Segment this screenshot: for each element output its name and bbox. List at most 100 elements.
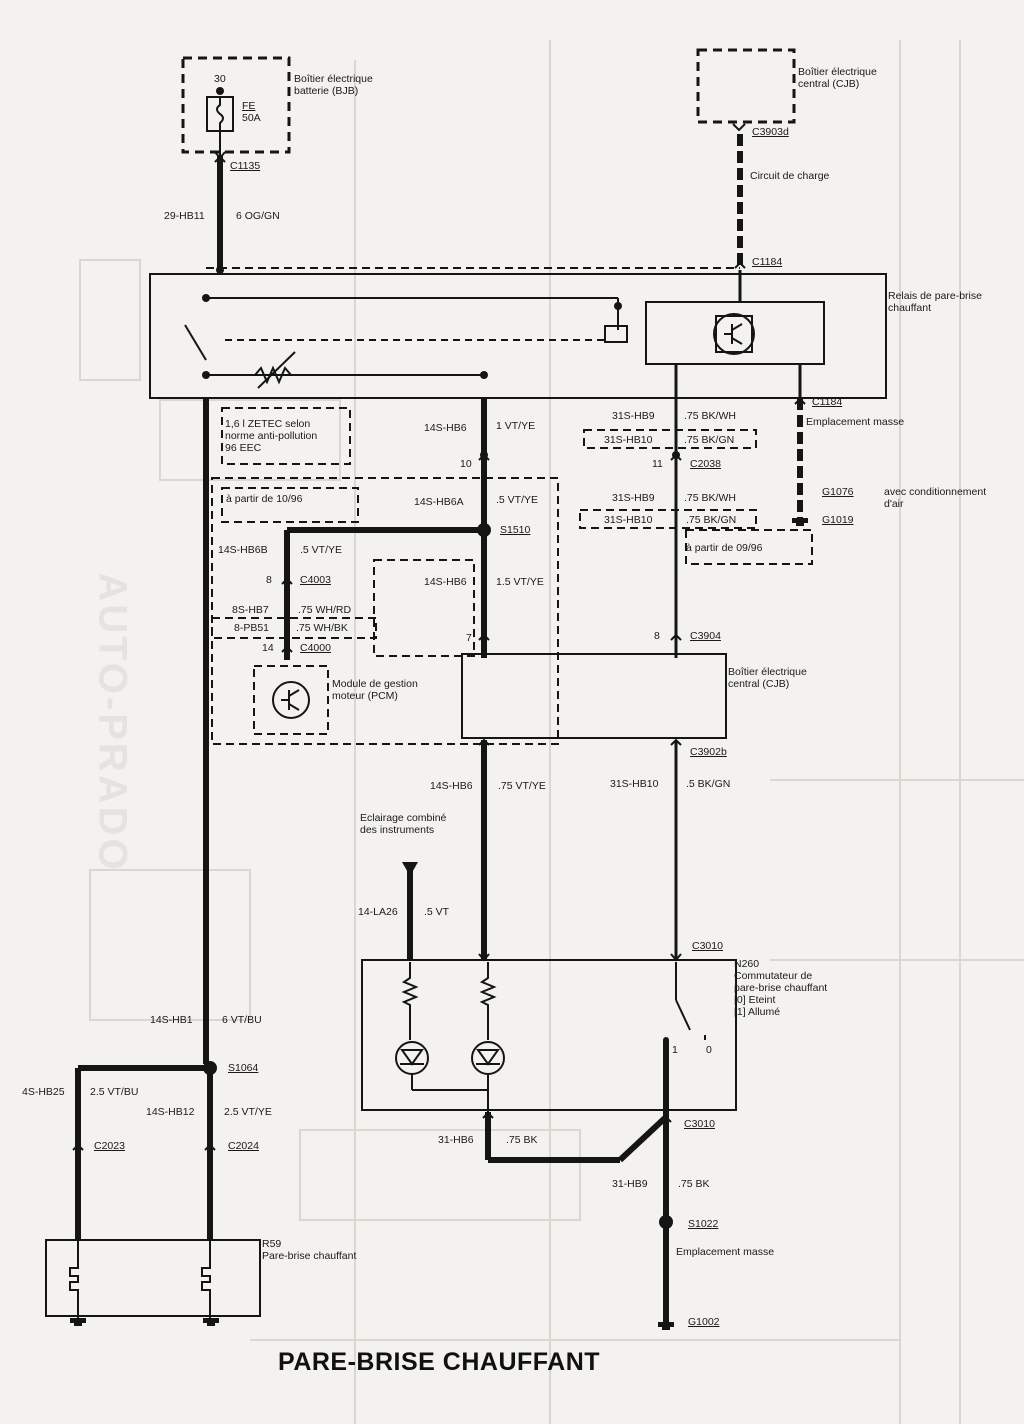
heater-box	[45, 1239, 261, 1317]
bjb-box	[181, 56, 291, 154]
ground-g1076: G1076	[822, 486, 854, 498]
background-bleed	[79, 40, 1024, 1424]
wire-25-vt-bu: 2.5 VT/BU	[90, 1086, 139, 1098]
switch-pos-1: 1	[672, 1044, 678, 1056]
emplacement-masse-2: Emplacement masse	[676, 1246, 775, 1258]
bjb-label: Boîtier électrique batterie (BJB)	[294, 73, 373, 97]
pin-10: 10	[460, 458, 472, 470]
wire-25-vt-ye: 2.5 VT/YE	[224, 1106, 272, 1118]
wire-75-wh-rd: .75 WH/RD	[298, 604, 352, 616]
pin-11: 11	[652, 458, 663, 470]
connector-c3903d: C3903d	[752, 126, 789, 138]
wire-31s-hb10-c: 31S-HB10	[610, 778, 659, 790]
splice-s1510: S1510	[500, 524, 531, 536]
connector-c1184-top: C1184	[752, 256, 783, 268]
wire-29-hb11: 29-HB11	[164, 210, 205, 222]
wire-14-la26: 14-LA26	[358, 906, 398, 918]
wire-31s-hb10-b: 31S-HB10	[604, 514, 653, 526]
connector-c4003: C4003	[300, 574, 331, 586]
wire-14s-hb6-b: 14S-HB6	[424, 576, 467, 588]
cjb-top-box	[696, 48, 796, 124]
splice-s1022: S1022	[688, 1218, 719, 1230]
relay-label: Relais de pare-brise chauffant	[888, 290, 982, 314]
wire-75-bk-wh-a: .75 BK/WH	[684, 410, 736, 422]
relay-box	[149, 273, 887, 399]
connector-c2024: C2024	[228, 1140, 259, 1152]
wire-1-vt-ye: 1 VT/YE	[496, 420, 536, 432]
wire-75-bk-gn-a: .75 BK/GN	[684, 434, 735, 446]
wire-15-vt-ye: 1.5 VT/YE	[496, 576, 544, 588]
cjb-top-label: Boîtier électrique central (CJB)	[798, 66, 877, 90]
connector-c2023: C2023	[94, 1140, 125, 1152]
wire-75-bk-wh-b: .75 BK/WH	[684, 492, 736, 504]
splice-s1064: S1064	[228, 1062, 259, 1074]
wire-4s-hb25: 4S-HB25	[22, 1086, 65, 1098]
switch-box	[361, 959, 737, 1111]
wire-75-bk-gn-b: .75 BK/GN	[686, 514, 737, 526]
wire-31-hb9: 31-HB9	[612, 1178, 648, 1190]
fuse-fe: FE	[242, 100, 256, 112]
connector-c1184-bottom: C1184	[812, 396, 843, 408]
wire-8s-hb7: 8S-HB7	[232, 604, 269, 616]
diagram-title: PARE-BRISE CHAUFFANT	[278, 1348, 601, 1376]
connector-c3904: C3904	[690, 630, 721, 642]
pin-8-a: 8	[266, 574, 272, 586]
cjb-mid-label: Boîtier électrique central (CJB)	[728, 666, 807, 690]
heavy-wires	[75, 156, 669, 1325]
wire-31-hb6: 31-HB6	[438, 1134, 474, 1146]
connector-c3010-a: C3010	[692, 940, 723, 952]
wire-5-vt: .5 VT	[424, 906, 450, 918]
connector-arrows	[72, 155, 806, 1151]
avec-conditionnement: avec conditionnement d'air	[884, 486, 987, 510]
eclairage-label: Eclairage combiné des instruments	[360, 812, 447, 836]
dashed-heavy-wires	[737, 134, 803, 520]
connector-c3010-b: C3010	[684, 1118, 715, 1130]
circuit-de-charge: Circuit de charge	[750, 170, 830, 182]
switch-n260-label: N260 Commutateur de pare-brise chauffant…	[734, 958, 828, 1018]
wire-75-bk-a: .75 BK	[506, 1134, 538, 1146]
connector-c3902b: C3902b	[690, 746, 727, 758]
relay-module	[645, 301, 825, 365]
pcm-label: Module de gestion moteur (PCM)	[332, 678, 418, 702]
connector-c4000: C4000	[300, 642, 331, 654]
wire-14s-hb6a: 14S-HB6A	[414, 496, 464, 508]
switch-pos-0: 0	[706, 1044, 712, 1056]
wire-31s-hb9-a: 31S-HB9	[612, 410, 655, 422]
wire-14s-hb6b: 14S-HB6B	[218, 544, 268, 556]
connector-c2038: C2038	[690, 458, 721, 470]
bjb-pin-30: 30	[214, 73, 226, 85]
option-boxes	[211, 407, 813, 745]
wire-14s-hb6-c: 14S-HB6	[430, 780, 473, 792]
wire-8-pb51: 8-PB51	[234, 622, 270, 634]
ground-g1019: G1019	[822, 514, 854, 526]
a-partir-de-10-96: à partir de 10/96	[226, 493, 303, 505]
wire-75-bk-b: .75 BK	[678, 1178, 710, 1190]
wire-75-vt-ye: .75 VT/YE	[498, 780, 546, 792]
junctions	[202, 266, 680, 1229]
ground-symbols	[70, 518, 808, 1330]
a-partir-de-09-96: à partir de 09/96	[686, 542, 763, 554]
wire-5-bk-gn: .5 BK/GN	[686, 778, 731, 790]
cjb-mid-box	[461, 653, 727, 739]
heater-r59-label: R59 Pare-brise chauffant	[262, 1238, 357, 1262]
wire-31s-hb10-a: 31S-HB10	[604, 434, 653, 446]
pin-8-b: 8	[654, 630, 660, 642]
medium-wires	[674, 270, 802, 960]
pin-14: 14	[262, 642, 274, 654]
emplacement-masse-1: Emplacement masse	[806, 416, 905, 428]
zetec-note: 1,6 l ZETEC selon norme anti-pollution 9…	[225, 418, 318, 454]
wire-75-wh-bk: .75 WH/BK	[296, 622, 348, 634]
wire-14s-hb1: 14S-HB1	[150, 1014, 193, 1026]
connector-c1135: C1135	[230, 160, 261, 172]
ground-g1002: G1002	[688, 1316, 720, 1328]
pin-7: 7	[466, 632, 472, 644]
wire-31s-hb9-b: 31S-HB9	[612, 492, 655, 504]
wire-5-vt-ye-a: .5 VT/YE	[496, 494, 539, 506]
wire-5-vt-ye-b: .5 VT/YE	[300, 544, 343, 556]
wire-14s-hb12: 14S-HB12	[146, 1106, 195, 1118]
wire-14s-hb6-a: 14S-HB6	[424, 422, 467, 434]
wire-6-vt-bu: 6 VT/BU	[222, 1014, 262, 1026]
fuse-50a: 50A	[242, 112, 261, 124]
